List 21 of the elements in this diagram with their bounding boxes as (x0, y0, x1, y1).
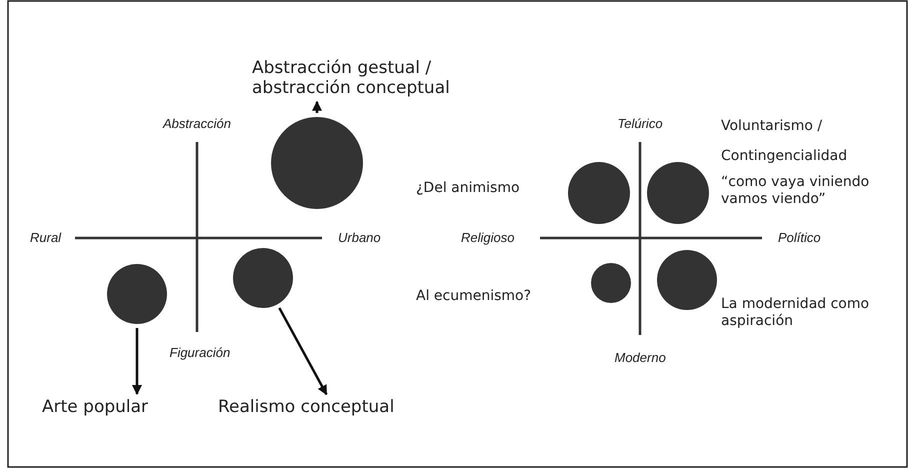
concept-label: Contingencialidad (721, 148, 848, 165)
axis-label: Figuración (170, 345, 230, 361)
axis-label: Telúrico (618, 116, 663, 132)
axis-label: Abstracción (163, 116, 231, 132)
concept-label: La modernidad como aspiración (721, 296, 870, 330)
axis-label: Moderno (614, 350, 666, 366)
axis-label: Urbano (338, 230, 381, 246)
axis-label: Político (778, 230, 821, 246)
concept-label: Al ecumenismo? (416, 288, 532, 305)
arrow (312, 100, 322, 113)
concept-label: Voluntarismo / (721, 118, 822, 135)
arrow (132, 328, 142, 395)
concept-label: “como vaya viniendo vamos viendo” (721, 174, 870, 208)
axis-label: Religioso (461, 230, 514, 246)
concept-label: ¿Del animismo (416, 180, 520, 197)
concept-label: Realismo conceptual (218, 397, 438, 418)
arrow (278, 307, 328, 396)
dot-circle (591, 263, 631, 303)
axis-label: Rural (30, 230, 62, 246)
concept-label: Abstracción gestual / abstracción conceptual (252, 58, 467, 99)
concept-label: Arte popular (42, 397, 192, 418)
